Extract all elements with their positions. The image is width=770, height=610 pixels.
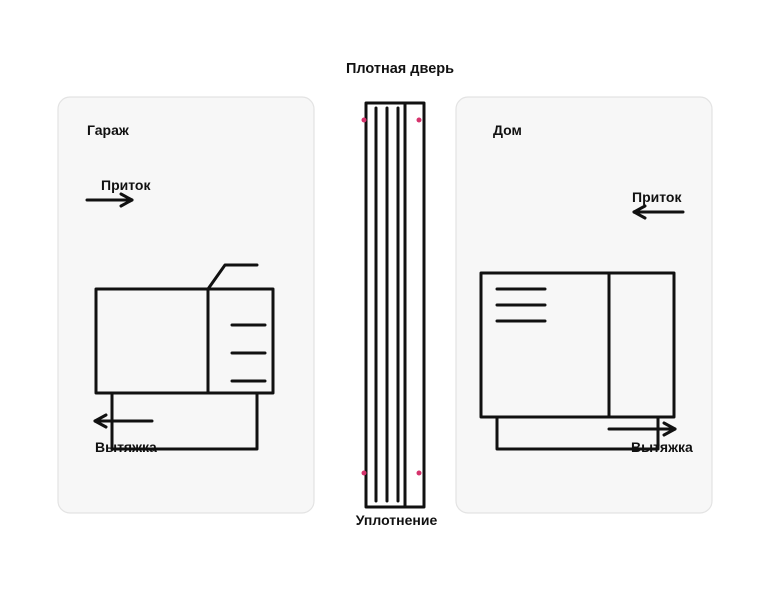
house-exhaust-label: Вытяжка	[631, 439, 693, 455]
seal-marker	[416, 117, 422, 123]
seal-marker	[361, 117, 367, 123]
house-supply-arrow-icon	[632, 204, 685, 220]
garage-vent-unit	[94, 263, 275, 451]
house-name: Дом	[493, 122, 522, 138]
door-illustration	[364, 101, 426, 509]
garage-name: Гараж	[87, 122, 129, 138]
garage-supply-arrow-icon	[85, 192, 134, 208]
house-panel	[455, 96, 713, 514]
seal-markers	[361, 117, 422, 476]
garage-exhaust-arrow-icon	[93, 413, 154, 429]
seal-marker	[416, 470, 422, 476]
house-vent-unit	[479, 271, 676, 451]
house-exhaust-arrow-icon	[607, 421, 677, 437]
seal-marker	[361, 470, 367, 476]
house-supply-label: Приток	[632, 189, 682, 205]
garage-supply-label: Приток	[101, 177, 151, 193]
seal-label: Уплотнение	[355, 512, 438, 528]
door-title: Плотная дверь	[345, 61, 455, 77]
garage-exhaust-label: Вытяжка	[95, 439, 157, 455]
